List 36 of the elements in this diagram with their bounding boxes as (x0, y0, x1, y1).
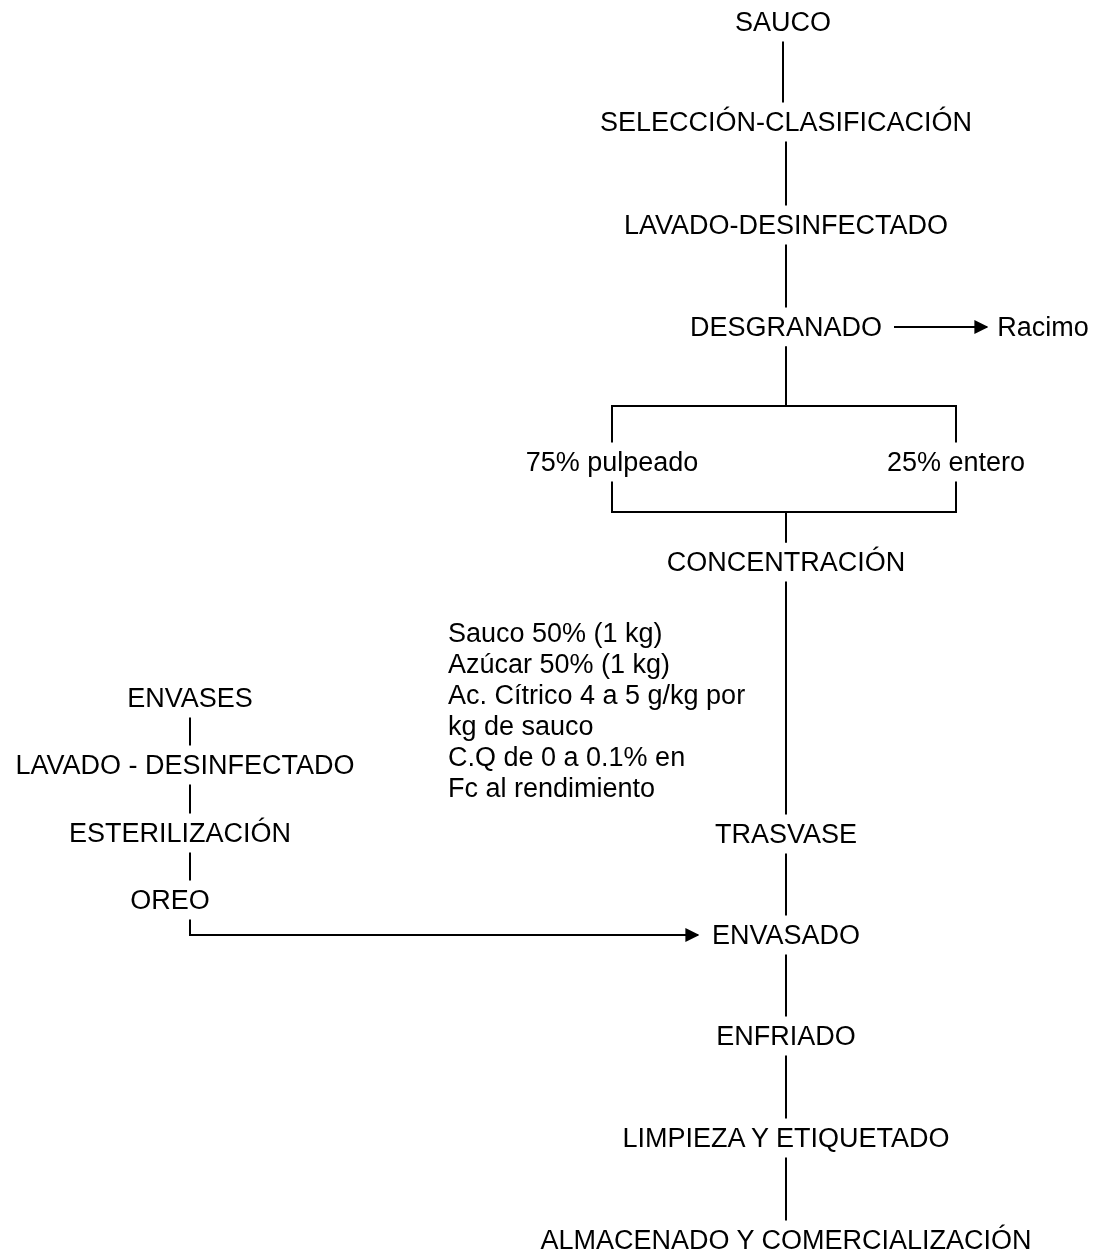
ingredient-note: Azúcar 50% (1 kg) (448, 649, 672, 680)
step-label: 25% entero (886, 446, 1026, 478)
arrow (893, 320, 989, 334)
connector-line (785, 580, 787, 816)
ingredient-note: C.Q de 0 a 0.1% en Fc al rendimiento (448, 742, 687, 804)
connector-line (189, 851, 191, 882)
step-label: SAUCO (735, 6, 831, 38)
step-label: LAVADO-DESINFECTADO (624, 209, 948, 241)
ingredient-note: Sauco 50% (1 kg) (448, 618, 664, 649)
step-label: ENFRIADO (716, 1020, 856, 1052)
connector-line (785, 345, 957, 444)
connector-line (189, 716, 191, 747)
step-label: OREO (130, 884, 210, 916)
step-label: ESTERILIZACIÓN (69, 817, 291, 849)
ingredient-note: Ac. Cítrico 4 a 5 g/kg por kg de sauco (448, 680, 747, 742)
step-label: DESGRANADO (690, 311, 882, 343)
step-label: LAVADO - DESINFECTADO (15, 749, 355, 781)
step-label: LIMPIEZA Y ETIQUETADO (622, 1122, 950, 1154)
connector-line (785, 852, 787, 917)
step-label: SELECCIÓN-CLASIFICACIÓN (599, 106, 973, 138)
step-label: ALMACENADO Y COMERCIALIZACIÓN (540, 1224, 1032, 1251)
arrow (189, 918, 700, 942)
step-label: TRASVASE (715, 818, 857, 850)
step-label: Racimo (997, 311, 1089, 343)
connector-line (785, 953, 787, 1018)
connector-line (785, 1156, 787, 1222)
step-label: CONCENTRACIÓN (666, 546, 906, 578)
connector-line (785, 480, 957, 544)
step-label: ENVASADO (712, 919, 860, 951)
step-label: 75% pulpeado (525, 446, 699, 478)
connector-line (785, 243, 787, 309)
connector-line (189, 783, 191, 815)
connector-line (785, 140, 787, 207)
connector-line (782, 40, 784, 104)
step-label: ENVASES (127, 682, 253, 714)
connector-line (785, 1054, 787, 1120)
